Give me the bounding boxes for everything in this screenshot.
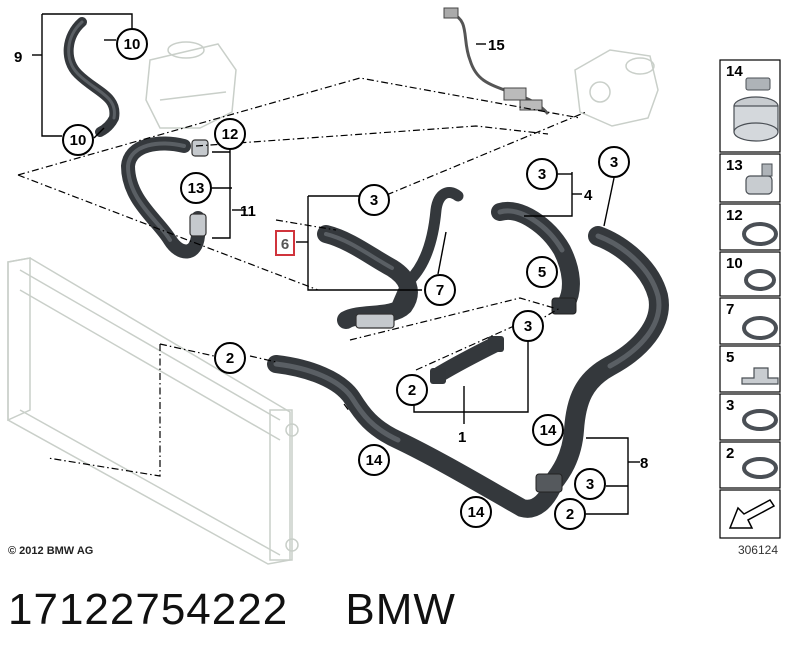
panel-item-2: 2 <box>719 441 781 489</box>
spring-clamp-icon <box>742 409 778 431</box>
radiator-ghost <box>7 257 299 565</box>
svg-text:3: 3 <box>524 318 532 335</box>
callout-5: 5 <box>526 256 558 288</box>
panel-item-12: 12 <box>719 203 781 251</box>
callout-6-box: 6 <box>275 230 295 256</box>
svg-text:3: 3 <box>726 397 734 414</box>
svg-text:8: 8 <box>640 455 648 472</box>
image-number: 306124 <box>738 543 778 557</box>
wide-band-clamp-icon <box>733 77 779 142</box>
callout-10-left: 10 <box>62 124 94 156</box>
svg-text:14: 14 <box>366 452 383 469</box>
sensor-cable <box>443 7 550 115</box>
svg-text:7: 7 <box>436 282 444 299</box>
panel-item-10: 10 <box>719 251 781 297</box>
svg-text:12: 12 <box>222 126 239 143</box>
svg-text:15: 15 <box>488 37 505 54</box>
svg-text:2: 2 <box>726 445 734 462</box>
callout-3-c: 3 <box>598 146 630 178</box>
callout-9: 9 <box>14 49 22 66</box>
parts-panel: 14 13 12 10 <box>719 59 781 539</box>
thermostat-housing-ghost <box>574 49 659 127</box>
callout-14-c: 14 <box>460 496 492 528</box>
callout-4: 4 <box>584 187 593 204</box>
panel-nav-arrow <box>719 489 781 539</box>
callout-14-b: 14 <box>358 444 390 476</box>
svg-text:2: 2 <box>408 382 416 399</box>
hose-clamp-icon <box>742 316 778 340</box>
copyright-text: © 2012 BMW AG <box>8 545 93 557</box>
callout-3-b: 3 <box>526 158 558 190</box>
hose-clamp-icon <box>744 269 776 291</box>
panel-item-3: 3 <box>719 393 781 441</box>
svg-text:13: 13 <box>188 180 205 197</box>
expansion-tank-ghost <box>145 41 237 129</box>
svg-text:6: 6 <box>281 236 289 253</box>
svg-text:10: 10 <box>70 132 87 149</box>
callout-2-c: 2 <box>554 498 586 530</box>
svg-text:3: 3 <box>610 154 618 171</box>
svg-text:7: 7 <box>726 301 734 318</box>
svg-text:4: 4 <box>584 187 593 204</box>
hose-clamp-icon <box>742 222 778 246</box>
part-number: 17122754222 <box>8 585 289 634</box>
callout-3-d: 3 <box>512 310 544 342</box>
callout-7: 7 <box>424 274 456 306</box>
svg-text:3: 3 <box>586 476 594 493</box>
callout-2-b: 2 <box>396 374 428 406</box>
spring-clamp-icon <box>742 457 778 479</box>
callout-10-top: 10 <box>116 28 148 60</box>
panel-item-5: 5 <box>719 345 781 393</box>
callout-1: 1 <box>458 429 466 446</box>
svg-text:12: 12 <box>726 207 743 224</box>
svg-text:5: 5 <box>726 349 734 366</box>
callout-15: 15 <box>488 37 505 54</box>
svg-text:10: 10 <box>726 255 743 272</box>
svg-text:5: 5 <box>538 264 546 281</box>
callout-14-a: 14 <box>532 414 564 446</box>
panel-item-13: 13 <box>719 153 781 203</box>
svg-text:10: 10 <box>124 36 141 53</box>
svg-text:9: 9 <box>14 49 22 66</box>
callouts: 9 10 10 12 13 11 15 3 6 7 3 4 3 5 3 2 2 … <box>14 28 648 530</box>
panel-item-7: 7 <box>719 297 781 345</box>
svg-text:3: 3 <box>370 192 378 209</box>
callout-3-e: 3 <box>574 468 606 500</box>
svg-text:1: 1 <box>458 429 466 446</box>
callout-2-a: 2 <box>214 342 246 374</box>
svg-text:2: 2 <box>566 506 574 523</box>
panel-item-14: 14 <box>719 59 781 153</box>
footer: 17122754222 BMW <box>8 585 456 635</box>
callout-3-a: 3 <box>358 184 390 216</box>
svg-text:3: 3 <box>538 166 546 183</box>
svg-text:13: 13 <box>726 157 743 174</box>
svg-text:14: 14 <box>540 422 557 439</box>
callout-13: 13 <box>180 172 212 204</box>
svg-text:2: 2 <box>226 350 234 367</box>
brand-name: BMW <box>345 585 456 634</box>
hoses <box>63 17 669 518</box>
svg-text:14: 14 <box>468 504 485 521</box>
svg-text:14: 14 <box>726 63 743 80</box>
leader-lines <box>32 13 640 515</box>
svg-text:11: 11 <box>240 203 256 220</box>
spring-clip-icon <box>745 163 773 195</box>
arrow-icon <box>728 499 776 529</box>
reference-lines <box>17 77 587 477</box>
callout-8: 8 <box>640 455 648 472</box>
callout-11: 11 <box>240 203 256 220</box>
saddle-clamp-icon <box>741 367 779 385</box>
callout-12: 12 <box>214 118 246 150</box>
